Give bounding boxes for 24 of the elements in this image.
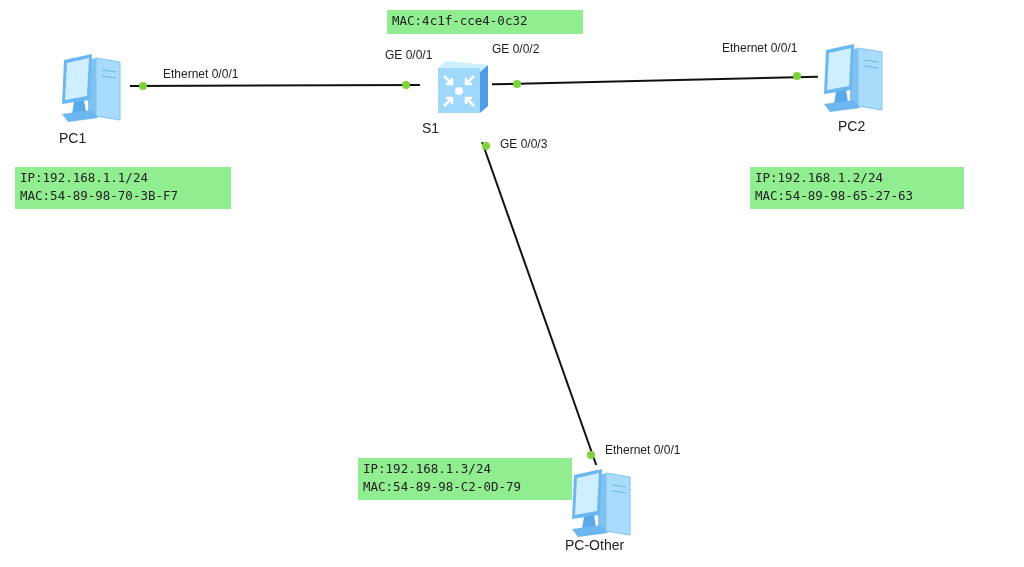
port-label: Ethernet 0/0/1 (722, 41, 798, 55)
address-text: IP:192.168.1.3/24 (363, 461, 492, 477)
address-note (15, 167, 231, 209)
network-cable (129, 84, 421, 87)
address-note (750, 167, 964, 209)
address-text: MAC:54-89-98-65-27-63 (755, 188, 915, 204)
device-name: PC2 (838, 118, 866, 134)
port-label: GE 0/0/1 (385, 48, 433, 62)
network-cable (491, 75, 819, 86)
port-label: GE 0/0/3 (500, 137, 548, 151)
network-cable (481, 141, 598, 466)
address-text: MAC:54-89-98-70-3B-F7 (20, 188, 180, 204)
device-name: PC1 (59, 130, 87, 146)
port-label: Ethernet 0/0/1 (605, 443, 681, 457)
port-label: GE 0/0/2 (492, 42, 540, 56)
device-name: S1 (422, 120, 440, 136)
address-text: IP:192.168.1.2/24 (755, 170, 884, 186)
port-label: Ethernet 0/0/1 (163, 67, 239, 81)
device-name: PC-Other (565, 537, 625, 553)
address-text: IP:192.168.1.1/24 (20, 170, 149, 186)
address-note (387, 10, 583, 34)
address-text: MAC:54-89-98-C2-0D-79 (363, 479, 523, 495)
address-text: MAC:4c1f-cce4-0c32 (392, 13, 529, 29)
address-note (358, 458, 572, 500)
